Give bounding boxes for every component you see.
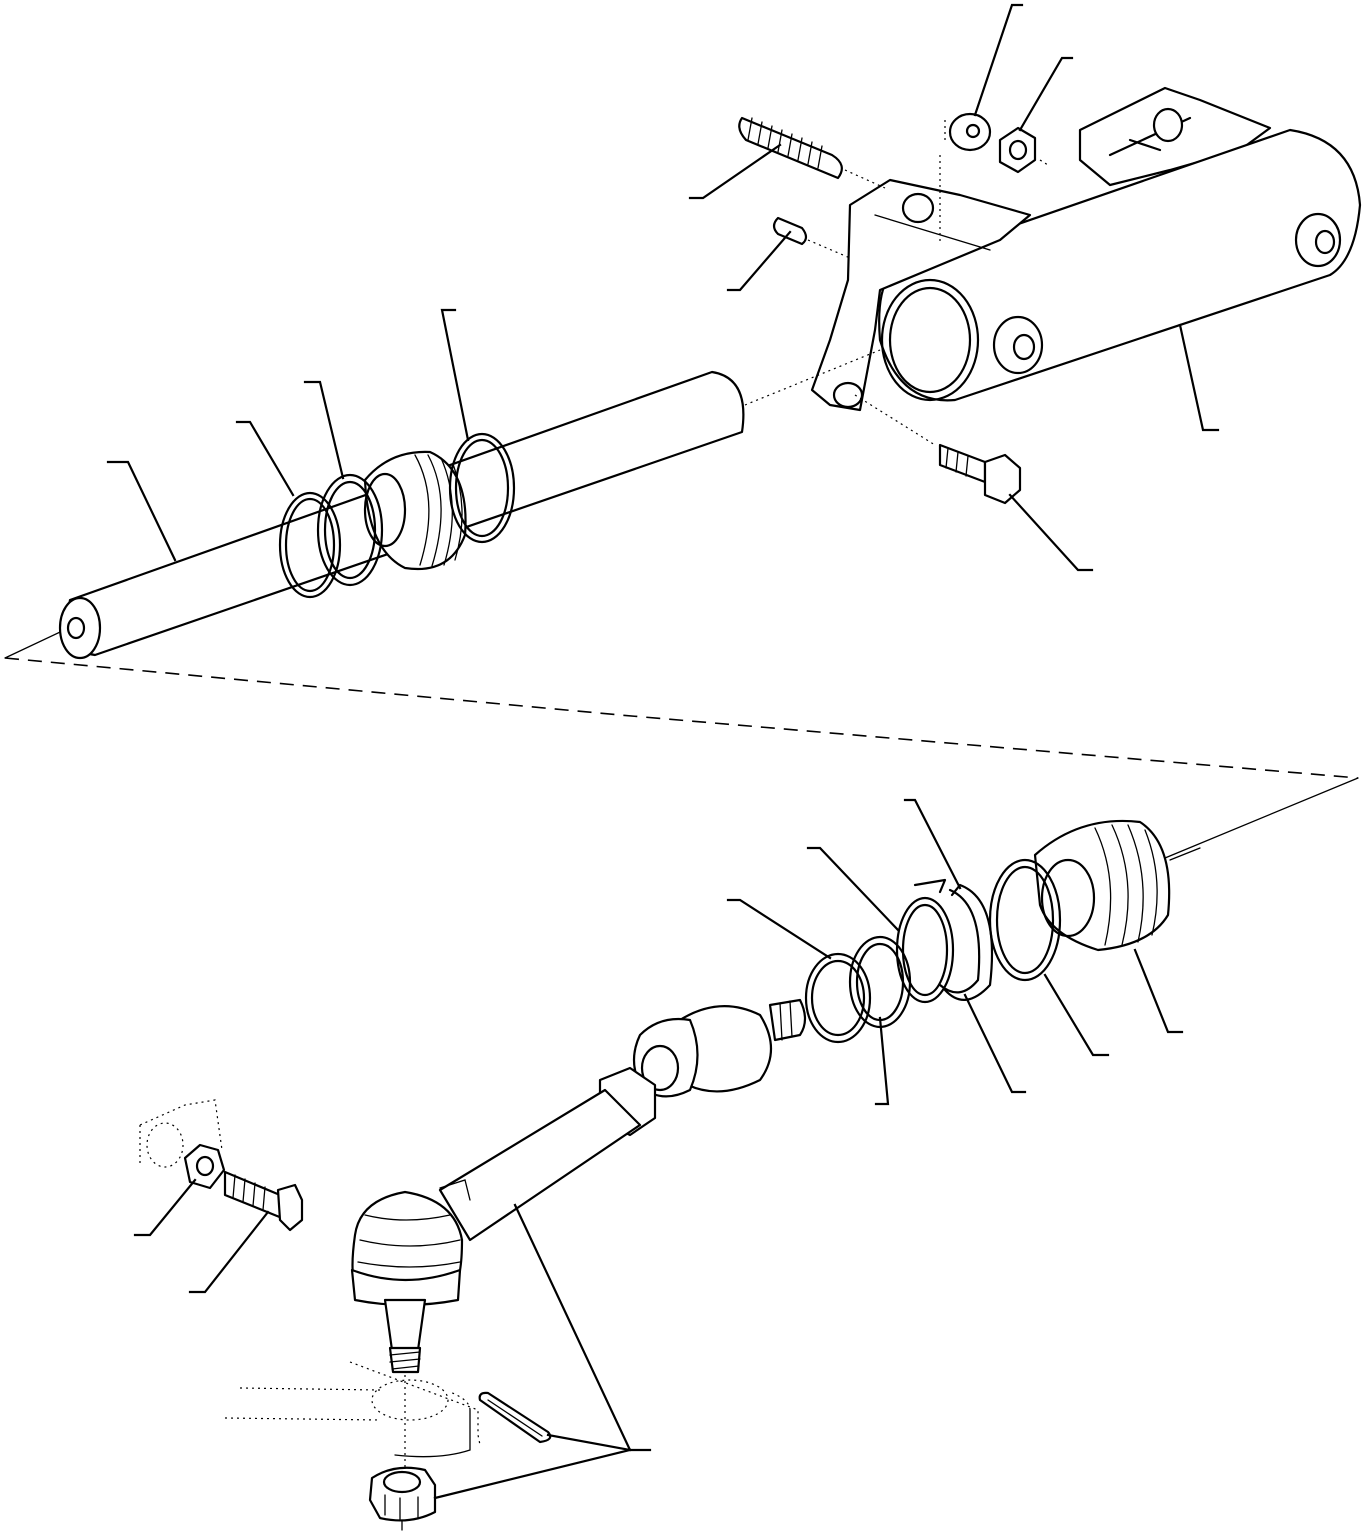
washer (944, 112, 992, 152)
ring-b-inner (323, 480, 377, 580)
lock-nut-assembly (139, 1099, 226, 1190)
leader-washer (973, 3, 1024, 117)
tie-rod (438, 1066, 657, 1242)
leader-ring-a (440, 308, 470, 442)
leader-ring-d-top (903, 798, 962, 890)
leader-ring-b (235, 420, 295, 497)
bellows (1033, 819, 1201, 952)
ball-joint (350, 1190, 464, 1374)
ring-f (804, 952, 872, 1044)
ring-a (448, 432, 516, 544)
leader-bearing (303, 380, 345, 480)
leader-ring-d (806, 846, 900, 932)
stud (738, 116, 886, 189)
nut (939, 126, 1049, 245)
assembly-link-right-end (1164, 777, 1359, 859)
cotter-pin (478, 1391, 552, 1444)
ring-d (895, 878, 955, 1004)
leader-housing (1178, 323, 1220, 432)
ball-joint-inner (632, 998, 807, 1098)
axle-housing (810, 86, 1362, 412)
lower-assembly (133, 798, 1201, 1531)
leader-shaft (106, 460, 177, 562)
leader-ring-f (726, 898, 832, 960)
bolt (854, 394, 1022, 505)
shaft (58, 349, 881, 660)
leader-ring-e (874, 1016, 890, 1106)
leader-spring-ring (1043, 973, 1110, 1057)
leader-stud (688, 143, 782, 200)
ring-c-inner (284, 497, 336, 593)
leader-tie-rod-group (513, 1203, 652, 1452)
leader-bellows (1133, 948, 1184, 1034)
castle-nut (368, 1466, 437, 1531)
ring-f-inner (810, 959, 866, 1037)
leader-lock-nut (133, 1178, 197, 1237)
ring-e (848, 935, 912, 1029)
assembly-link-line (4, 657, 1359, 779)
leader-bolt-small (188, 1210, 270, 1294)
spring-ring-inner (995, 865, 1055, 975)
ring-c (278, 491, 342, 599)
ring-b (316, 473, 384, 587)
upper-assembly (58, 3, 1362, 660)
leader-nut (1018, 56, 1074, 132)
leader-circlip (963, 993, 1027, 1094)
leader-pin (726, 230, 792, 292)
mounting-plate (224, 1361, 481, 1470)
leader-cotter-group (546, 1433, 632, 1452)
spring-ring (988, 858, 1062, 982)
ring-a-inner (454, 438, 510, 538)
bolt-small (223, 1170, 304, 1232)
leader-bolt (1008, 493, 1094, 572)
leader-nut-group (433, 1448, 632, 1500)
